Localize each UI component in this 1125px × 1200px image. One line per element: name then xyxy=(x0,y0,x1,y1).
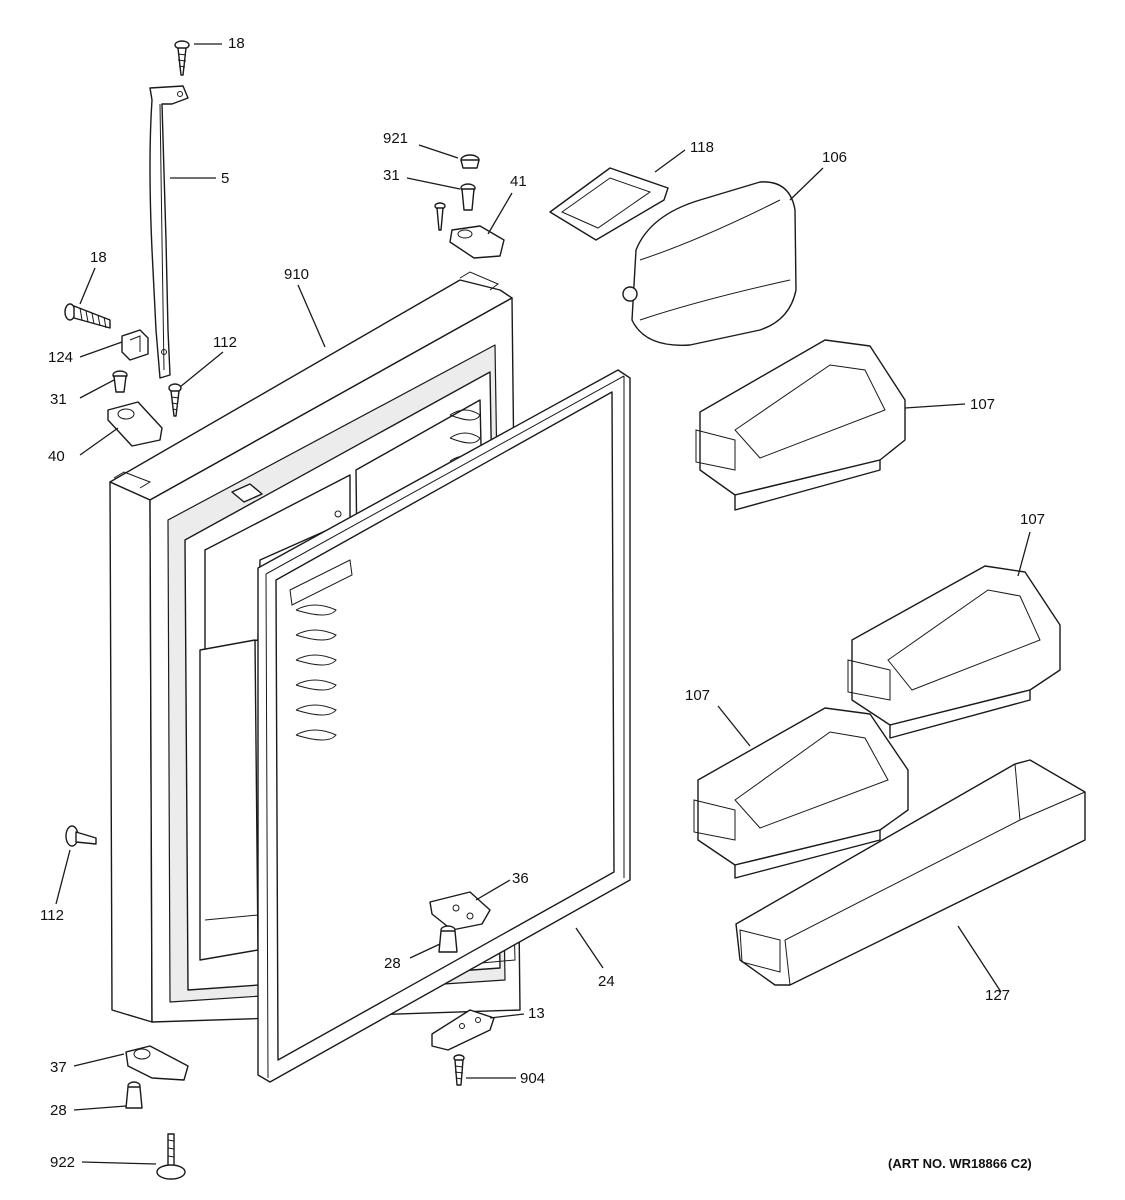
door-bin-107-upper xyxy=(695,339,906,511)
bottom-shelf-127 xyxy=(735,759,1086,986)
callout-labels: 18 5 18 124 112 31 40 910 921 31 41 118 … xyxy=(40,35,1045,1171)
screw-112-upper xyxy=(168,383,182,417)
door-bin-107-middle xyxy=(847,565,1061,739)
callout-28-left: 28 xyxy=(50,1102,67,1119)
dairy-cover-118 xyxy=(549,167,669,241)
hinge-13 xyxy=(431,1009,495,1051)
plug-28-left xyxy=(125,1081,143,1109)
plug-31-right xyxy=(460,183,476,211)
callout-37: 37 xyxy=(50,1059,67,1076)
screw-112-side xyxy=(65,825,97,847)
hinge-cover-40 xyxy=(107,401,163,447)
leader-lines xyxy=(55,43,1031,1165)
callout-118: 118 xyxy=(690,139,714,156)
callout-124: 124 xyxy=(48,349,73,366)
callout-127: 127 xyxy=(985,987,1010,1004)
art-number: (ART NO. WR18866 C2) xyxy=(888,1156,1032,1171)
callout-31-right: 31 xyxy=(383,167,400,184)
washer-922 xyxy=(156,1133,186,1180)
callout-106: 106 xyxy=(822,149,847,166)
plug-28-center xyxy=(438,925,458,953)
callout-107-upper: 107 xyxy=(970,396,995,413)
callout-41: 41 xyxy=(510,173,527,190)
callout-28-center: 28 xyxy=(384,955,401,972)
callout-40: 40 xyxy=(48,448,65,465)
callout-112-side: 112 xyxy=(40,907,64,924)
door-handle-part xyxy=(149,85,189,379)
screw-18-left xyxy=(64,303,111,329)
callout-904: 904 xyxy=(520,1070,545,1087)
hinge-cover-41 xyxy=(449,225,505,259)
callout-107-lower: 107 xyxy=(685,687,710,704)
callout-18-left: 18 xyxy=(90,249,107,266)
door-gasket-24 xyxy=(257,369,631,1083)
callout-112-upper: 112 xyxy=(213,334,237,351)
screw-18-top xyxy=(174,40,190,76)
callout-910: 910 xyxy=(284,266,309,283)
callout-24: 24 xyxy=(598,973,615,990)
callout-13: 13 xyxy=(528,1005,545,1022)
screw-41-left xyxy=(434,202,446,231)
callout-36: 36 xyxy=(512,870,529,887)
cap-921 xyxy=(460,154,480,169)
hinge-bracket-36 xyxy=(429,891,491,931)
callout-921: 921 xyxy=(383,130,408,147)
callout-107-middle: 107 xyxy=(1020,511,1045,528)
clip-124 xyxy=(121,329,149,361)
callout-31-left: 31 xyxy=(50,391,67,408)
screw-904 xyxy=(453,1054,465,1086)
hinge-bracket-37 xyxy=(125,1045,189,1081)
callout-5: 5 xyxy=(221,170,229,187)
plug-31-left xyxy=(112,370,128,393)
callout-922: 922 xyxy=(50,1154,75,1171)
door-bin-107-lower xyxy=(693,707,909,879)
dairy-compartment-106 xyxy=(622,181,797,346)
callout-18-top: 18 xyxy=(228,35,245,52)
